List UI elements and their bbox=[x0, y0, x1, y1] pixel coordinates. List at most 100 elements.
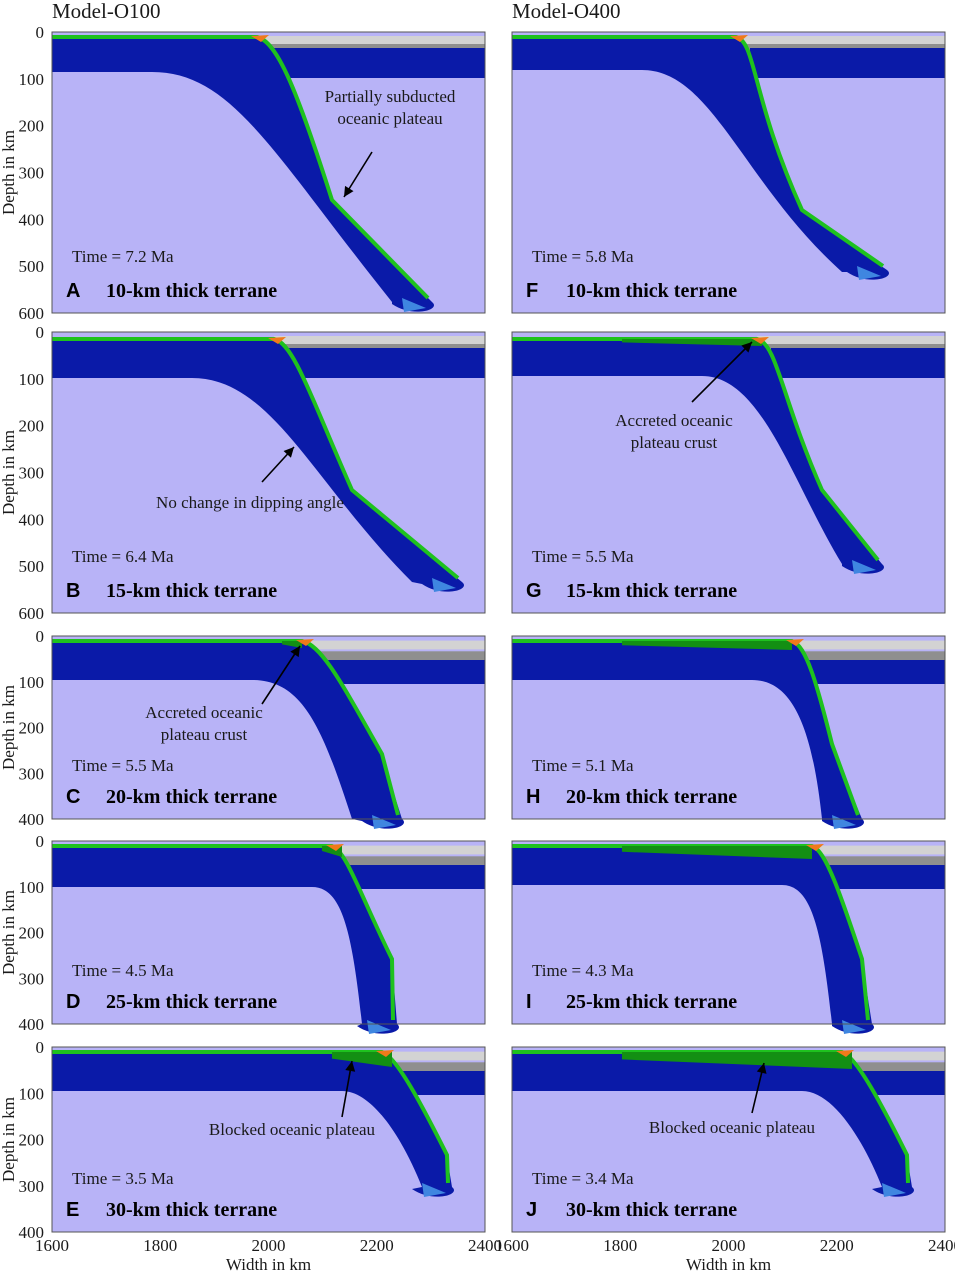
panel-title: 20-km thick terrane bbox=[566, 786, 737, 808]
panel-plot bbox=[511, 635, 946, 829]
upper-continental-crust bbox=[842, 1051, 945, 1061]
x-tick-label: 2200 bbox=[820, 1236, 854, 1255]
time-label: Time = 5.5 Ma bbox=[532, 547, 634, 566]
sediment-wedge bbox=[751, 337, 769, 344]
annotation-arrow-head bbox=[756, 1063, 767, 1074]
y-tick-label: 100 bbox=[19, 370, 45, 389]
upper-continental-crust bbox=[274, 336, 485, 344]
panel-letter: F bbox=[526, 280, 538, 302]
annotation-text: Blocked oceanic plateau bbox=[209, 1120, 376, 1139]
y-tick-label: 400 bbox=[19, 210, 45, 229]
overriding-lithosphere bbox=[750, 48, 945, 78]
x-tick-label: 2400 bbox=[928, 1236, 955, 1255]
y-axis-label: Depth in km bbox=[0, 890, 18, 975]
lower-continental-crust bbox=[842, 1062, 945, 1073]
y-tick-label: 500 bbox=[19, 257, 45, 276]
y-tick-label: 200 bbox=[19, 1131, 45, 1150]
y-tick-label: 300 bbox=[19, 764, 45, 783]
upper-continental-crust bbox=[257, 36, 485, 44]
time-label: Time = 4.3 Ma bbox=[532, 961, 634, 980]
panel-frame bbox=[51, 635, 486, 820]
y-axis-label: Depth in km bbox=[0, 430, 18, 515]
panel-letter: B bbox=[66, 580, 80, 602]
panel-plot bbox=[51, 1046, 486, 1233]
sediment-wedge bbox=[806, 844, 824, 851]
panel-letter: H bbox=[526, 786, 540, 808]
subducting-slab bbox=[512, 847, 874, 1034]
oceanic-plateau bbox=[332, 1052, 392, 1067]
y-tick-label: 500 bbox=[19, 557, 45, 576]
x-axis-label: Width in km bbox=[686, 1255, 771, 1273]
annotation-text: plateau crust bbox=[631, 433, 718, 452]
x-tick-label: 1800 bbox=[143, 1236, 177, 1255]
time-label: Time = 7.2 Ma bbox=[72, 247, 174, 266]
x-tick-label: 1600 bbox=[35, 1236, 69, 1255]
column-title-right: Model-O400 bbox=[512, 0, 621, 23]
subducting-slab bbox=[512, 340, 884, 574]
y-axis-label: Depth in km bbox=[0, 685, 18, 770]
annotation-arrow-head bbox=[741, 342, 752, 353]
annotation-text: Accreted oceanic bbox=[615, 411, 733, 430]
y-axis-label: Depth in km bbox=[0, 130, 18, 215]
annotation-arrow-head bbox=[344, 185, 354, 197]
annotation-text: Accreted oceanic bbox=[145, 703, 263, 722]
lower-continental-crust bbox=[812, 856, 945, 867]
sediment-wedge bbox=[268, 337, 286, 344]
y-axis-label: Depth in km bbox=[0, 1097, 18, 1182]
panel-letter: C bbox=[66, 786, 80, 808]
lower-continental-crust bbox=[302, 651, 485, 662]
panel-plot bbox=[51, 331, 486, 614]
panel-frame bbox=[51, 331, 486, 614]
oceanic-plateau bbox=[622, 1052, 852, 1069]
annotation-arrow-head bbox=[345, 1061, 356, 1072]
overriding-lithosphere bbox=[771, 348, 945, 378]
subducting-slab bbox=[512, 1053, 914, 1197]
time-label: Time = 4.5 Ma bbox=[72, 961, 174, 980]
annotation-text: No change in dipping angle bbox=[156, 493, 344, 512]
overriding-lithosphere bbox=[806, 660, 945, 684]
oceanic-plateau bbox=[622, 339, 762, 346]
panel-letter: I bbox=[526, 991, 532, 1013]
panel-plot bbox=[51, 31, 486, 314]
slab-tip-fringe bbox=[857, 266, 881, 280]
annotation-text: Partially subducted bbox=[325, 87, 456, 106]
upper-continental-crust bbox=[302, 640, 485, 650]
x-tick-label: 2000 bbox=[252, 1236, 286, 1255]
y-tick-label: 100 bbox=[19, 1084, 45, 1103]
y-tick-label: 400 bbox=[19, 510, 45, 529]
panel-frame bbox=[511, 1046, 946, 1233]
y-tick-label: 0 bbox=[36, 832, 45, 851]
lower-continental-crust bbox=[792, 651, 945, 662]
panel-title: 10-km thick terrane bbox=[566, 280, 737, 302]
y-tick-label: 400 bbox=[19, 810, 45, 829]
y-tick-label: 0 bbox=[36, 627, 45, 646]
y-tick-label: 200 bbox=[19, 117, 45, 136]
panel-title: 25-km thick terrane bbox=[106, 991, 277, 1013]
sediment-wedge bbox=[251, 35, 269, 42]
upper-continental-crust bbox=[792, 640, 945, 650]
panel-title: 15-km thick terrane bbox=[566, 580, 737, 602]
y-tick-label: 0 bbox=[36, 1038, 45, 1057]
time-label: Time = 5.5 Ma bbox=[72, 756, 174, 775]
slab-tip-fringe bbox=[882, 1183, 906, 1197]
sediment-wedge bbox=[376, 1050, 394, 1057]
time-label: Time = 6.4 Ma bbox=[72, 547, 174, 566]
overriding-lithosphere bbox=[288, 348, 485, 378]
panel-plot bbox=[51, 840, 486, 1034]
x-tick-label: 1600 bbox=[495, 1236, 529, 1255]
oceanic-plateau bbox=[282, 641, 302, 648]
upper-continental-crust bbox=[332, 845, 485, 855]
panel-letter: J bbox=[526, 1199, 537, 1221]
x-axis-label: Width in km bbox=[226, 1255, 311, 1273]
panel-title: 30-km thick terrane bbox=[106, 1199, 277, 1221]
overriding-lithosphere bbox=[316, 660, 485, 684]
x-tick-label: 2200 bbox=[360, 1236, 394, 1255]
subducting-slab bbox=[512, 642, 864, 829]
sediment-wedge bbox=[296, 639, 314, 646]
